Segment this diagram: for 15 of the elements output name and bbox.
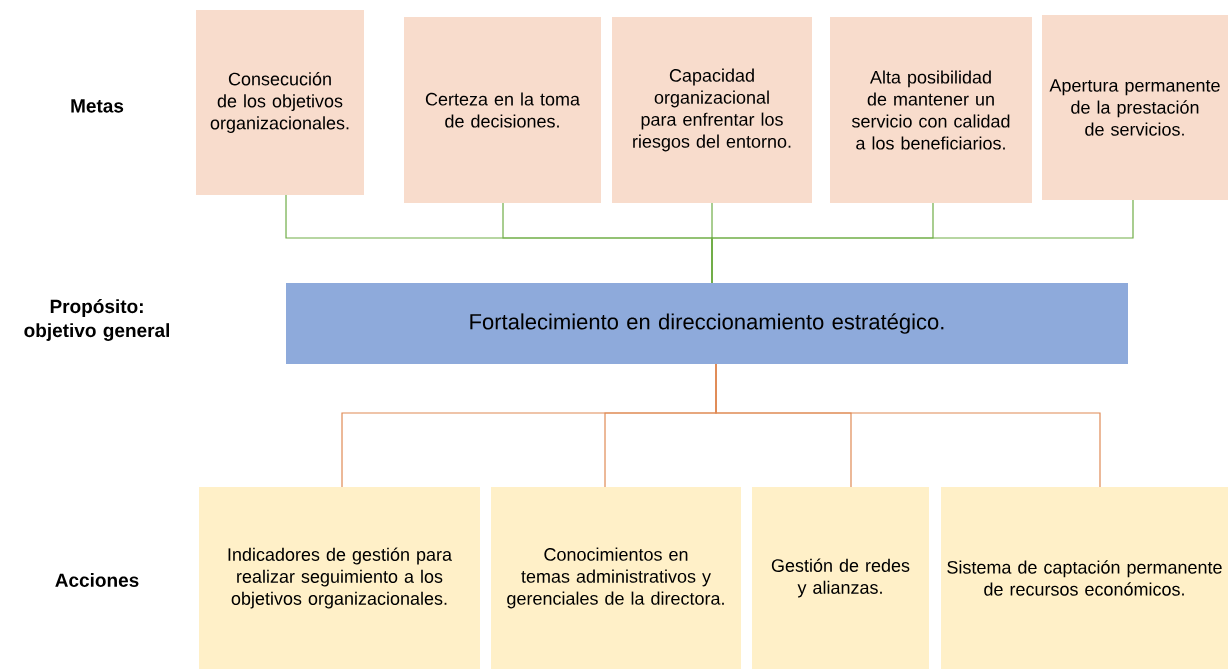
action-box: Gestión de redes y alianzas. (752, 487, 929, 669)
action-box: Conocimientos en temas administrativos y gerenciales de la directora. (491, 487, 741, 669)
goal-box: Capacidad organizacional para enfrentar los riesgos del entorno. (612, 17, 812, 203)
goal-box: Apertura permanente de la prestación de servicios. (1042, 15, 1228, 200)
row-label: Metas (71, 99, 124, 113)
connector-line (715, 363, 1101, 488)
goal-box: Certeza en la toma de decisiones. (404, 17, 601, 203)
action-box: Indicadores de gestión para realizar seguimiento a los objetivos organizacionales. (199, 487, 480, 669)
row-label: Propósito: objetivo general (24, 299, 169, 341)
goal-box: Alta posibilidad de mantener un servicio con calidad a los beneficiarios. (830, 17, 1032, 203)
action-box: Sistema de captación permanente de recursos económicos. (941, 487, 1228, 669)
goal-box: Consecución de los objetivos organizacionales. (196, 10, 364, 195)
row-label: Acciones (55, 573, 139, 587)
purpose-box: Fortalecimiento en direccionamiento estratégico. (286, 283, 1128, 364)
connector-line (711, 199, 1134, 284)
